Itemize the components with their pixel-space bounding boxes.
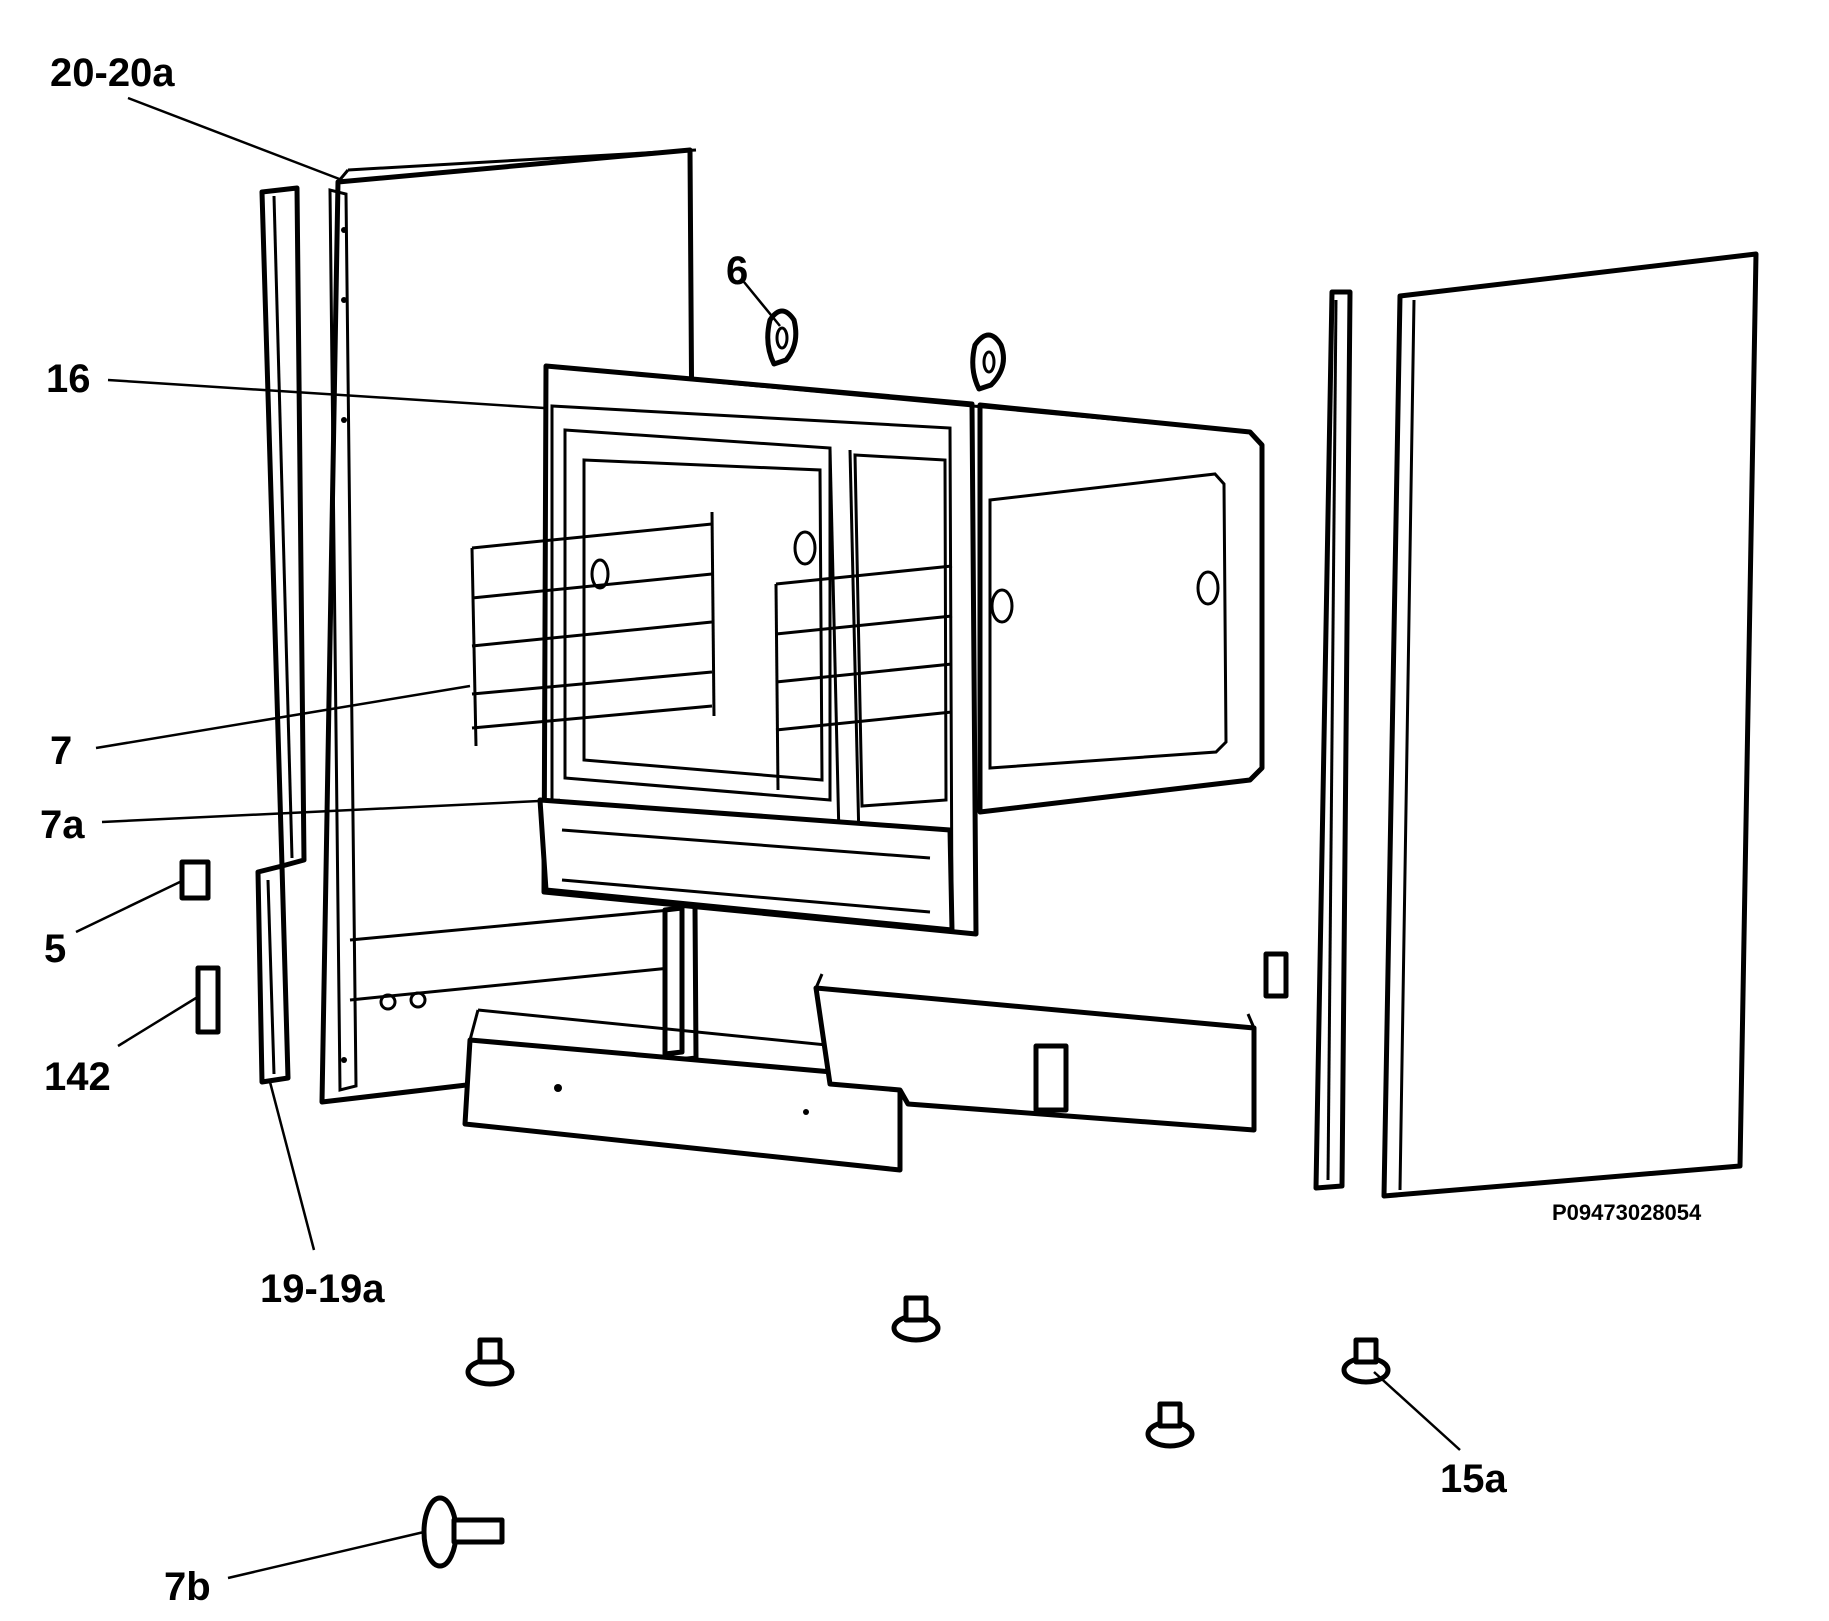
part-small-clip-right bbox=[1263, 951, 1289, 999]
callout-labels: 20-20a 16 6 7 7a 5 142 19-19a 15a 7b P09… bbox=[40, 51, 1702, 1609]
part-right-side-panel bbox=[1381, 251, 1759, 1199]
foot-3 bbox=[1145, 1401, 1195, 1449]
part-clip-5 bbox=[179, 859, 211, 901]
callout-15a: 15a bbox=[1440, 1457, 1507, 1501]
part-knob-7b bbox=[421, 1495, 505, 1569]
part-bottom-frame bbox=[349, 905, 685, 1057]
part-hooks bbox=[765, 308, 1006, 392]
part-side-rail-left bbox=[255, 185, 307, 1085]
callout-16: 16 bbox=[46, 357, 91, 401]
callout-5: 5 bbox=[44, 927, 66, 971]
part-feet bbox=[465, 1295, 1391, 1449]
foot-2 bbox=[891, 1295, 941, 1343]
part-oven-cavity bbox=[537, 363, 1265, 937]
foot-1 bbox=[465, 1337, 515, 1387]
leader-lines bbox=[75, 96, 1461, 1580]
reference-code: P09473028054 bbox=[1552, 1200, 1702, 1225]
callout-7b: 7b bbox=[164, 1565, 211, 1609]
callout-19-19a: 19-19a bbox=[260, 1267, 385, 1311]
callout-6: 6 bbox=[726, 249, 748, 293]
part-shelf-runners bbox=[470, 511, 953, 791]
part-drawer-front-right bbox=[813, 973, 1257, 1133]
callout-20-20a: 20-20a bbox=[50, 51, 175, 95]
callout-7a: 7a bbox=[40, 803, 85, 847]
callout-7: 7 bbox=[50, 729, 72, 773]
part-bracket-142 bbox=[195, 965, 221, 1035]
callout-142: 142 bbox=[44, 1055, 111, 1099]
foot-4 bbox=[1341, 1337, 1391, 1385]
part-side-rail-right bbox=[1313, 289, 1353, 1191]
